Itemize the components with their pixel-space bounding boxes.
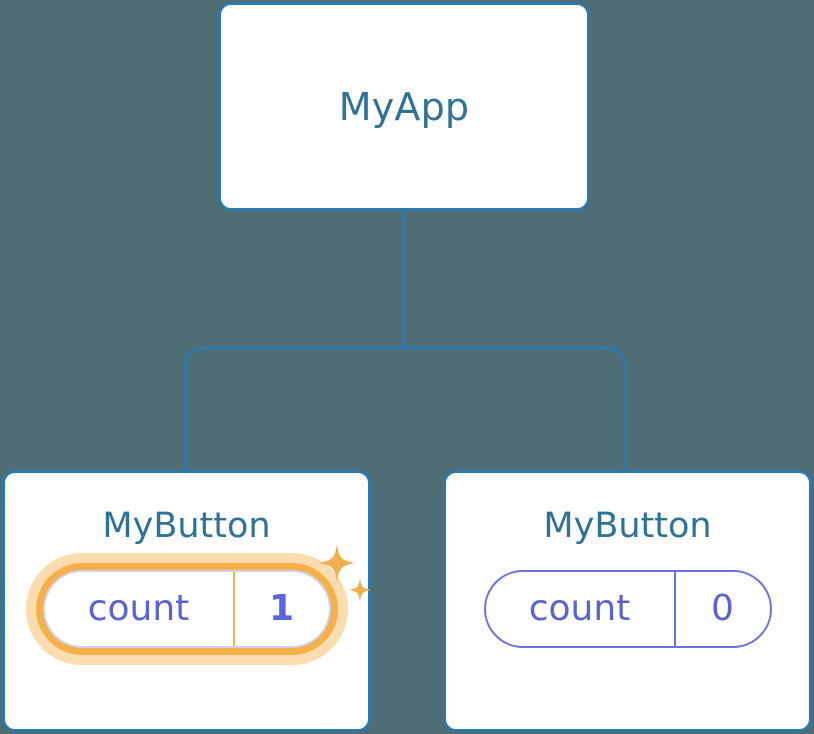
child-node-mybutton-0[interactable]: MyButton count 1 bbox=[2, 470, 371, 732]
child-node-label: MyButton bbox=[543, 506, 712, 546]
connector-branch-left bbox=[183, 346, 404, 472]
root-node-myapp[interactable]: MyApp bbox=[218, 2, 590, 211]
root-node-label: MyApp bbox=[338, 84, 470, 129]
child-node-label: MyButton bbox=[102, 506, 271, 546]
state-badge-value: 1 bbox=[232, 572, 329, 646]
state-badge-highlighted[interactable]: count 1 bbox=[25, 544, 371, 665]
state-badge[interactable]: count 1 bbox=[42, 570, 331, 648]
state-badge-value: 0 bbox=[673, 572, 770, 646]
sparkle-large-icon bbox=[318, 544, 355, 582]
sparkle-small-icon bbox=[348, 578, 371, 602]
child-node-mybutton-1[interactable]: MyButton count 0 bbox=[443, 470, 812, 732]
state-badge-plain[interactable]: count 0 bbox=[483, 570, 772, 648]
state-badge-key: count bbox=[528, 588, 631, 629]
state-badge-key: count bbox=[87, 588, 190, 629]
state-badge[interactable]: count 0 bbox=[483, 570, 772, 648]
connector-branch-right bbox=[404, 346, 627, 472]
